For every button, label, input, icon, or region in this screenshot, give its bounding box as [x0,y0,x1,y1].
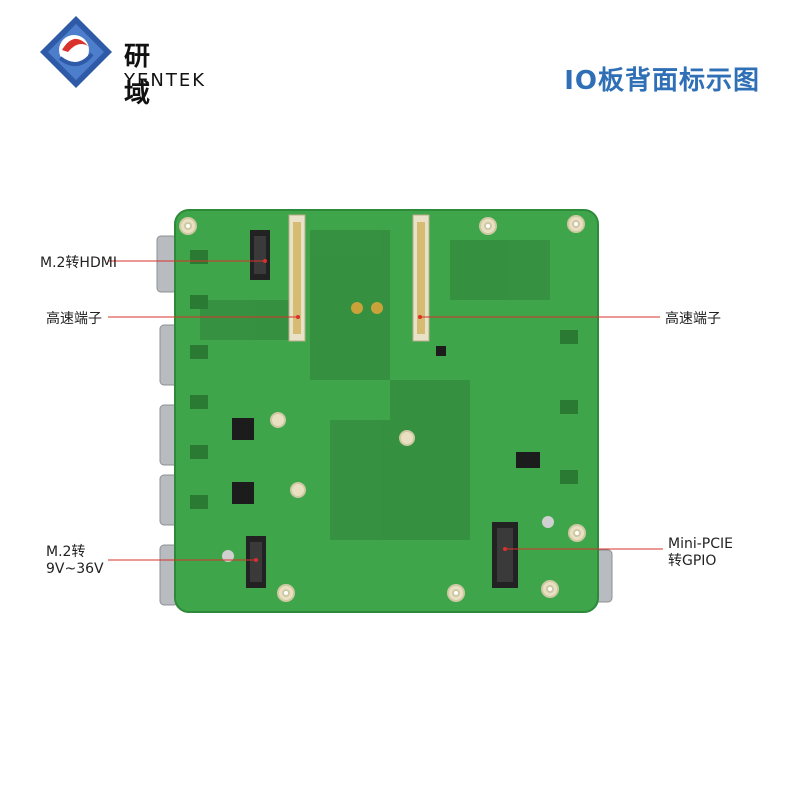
high-speed-connector-right [412,214,430,342]
callout-mini-pcie-line2: 转GPIO [668,553,717,569]
m2-hdmi-slot [250,230,270,280]
callout-m2-power-line2: 9V~36V [46,561,104,577]
callout-m2-power: M.2转 9V~36V [46,544,104,578]
brand-logo: 研 域 YENTEK [38,14,208,109]
callout-high-speed-right: 高速端子 [665,311,721,327]
callout-m2-hdmi: M.2转HDMI [40,255,117,271]
callout-m2-power-line1: M.2转 [46,544,86,560]
mini-pcie-slot [492,516,554,588]
page-title: IO板背面标示图 [564,66,760,96]
brand-name-en: YENTEK [124,70,207,91]
callout-mini-pcie-line1: Mini-PCIE [668,536,733,552]
callout-lines [108,260,663,561]
callout-high-speed-left: 高速端子 [46,311,102,327]
mounting-holes [179,215,586,602]
logo-icon [40,16,112,88]
callout-mini-pcie: Mini-PCIE 转GPIO [668,536,733,570]
high-speed-connector-left [288,214,306,342]
brand-name-cn: 研 域 [124,42,161,109]
